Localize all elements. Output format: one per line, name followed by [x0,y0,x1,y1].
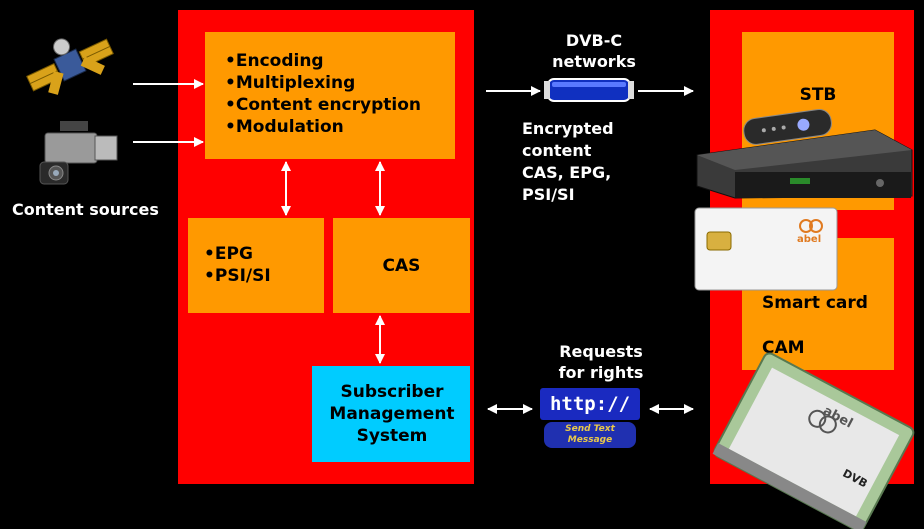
send-text-label: Send Text Message [565,424,615,445]
smartcard-label: Smart card [762,293,868,313]
stb-label: STB [799,85,837,105]
stb-icon [696,109,913,199]
dvbc-title: DVB-C networks [552,31,636,71]
cam-module-icon [712,352,915,529]
network-tube-icon [544,78,634,102]
processing-block: •Encoding •Multiplexing •Content encrypt… [205,32,455,159]
card-brand-text: abel [797,234,822,245]
camera-icon [39,121,118,185]
epg-block: •EPG •PSI/SI [188,218,324,313]
epg-item-epg: •EPG [204,244,253,264]
requests-label: Requests for rights [558,342,644,382]
processing-item-multiplexing: •Multiplexing [225,73,356,93]
processing-item-encoding: •Encoding [225,51,324,71]
cas-label: CAS [382,256,421,276]
epg-item-psi: •PSI/SI [204,266,271,286]
encrypted-content-label: Encrypted content CAS, EPG, PSI/SI [522,119,614,204]
processing-item-encryption: •Content encryption [225,95,422,115]
http-button[interactable]: http:// [540,388,640,420]
cam-label: CAM [762,338,805,358]
satellite-icon [26,38,114,95]
send-text-button[interactable]: Send Text Message [544,422,636,448]
cas-block: CAS [333,218,470,313]
sms-block: Subscriber Management System [312,366,470,462]
remote-icon [743,109,832,145]
smartcard-icon [694,207,838,291]
sms-label: Subscriber Management System [329,382,455,446]
http-label: http:// [549,393,631,415]
content-sources-label: Content sources [12,200,159,219]
processing-item-modulation: •Modulation [225,117,344,137]
